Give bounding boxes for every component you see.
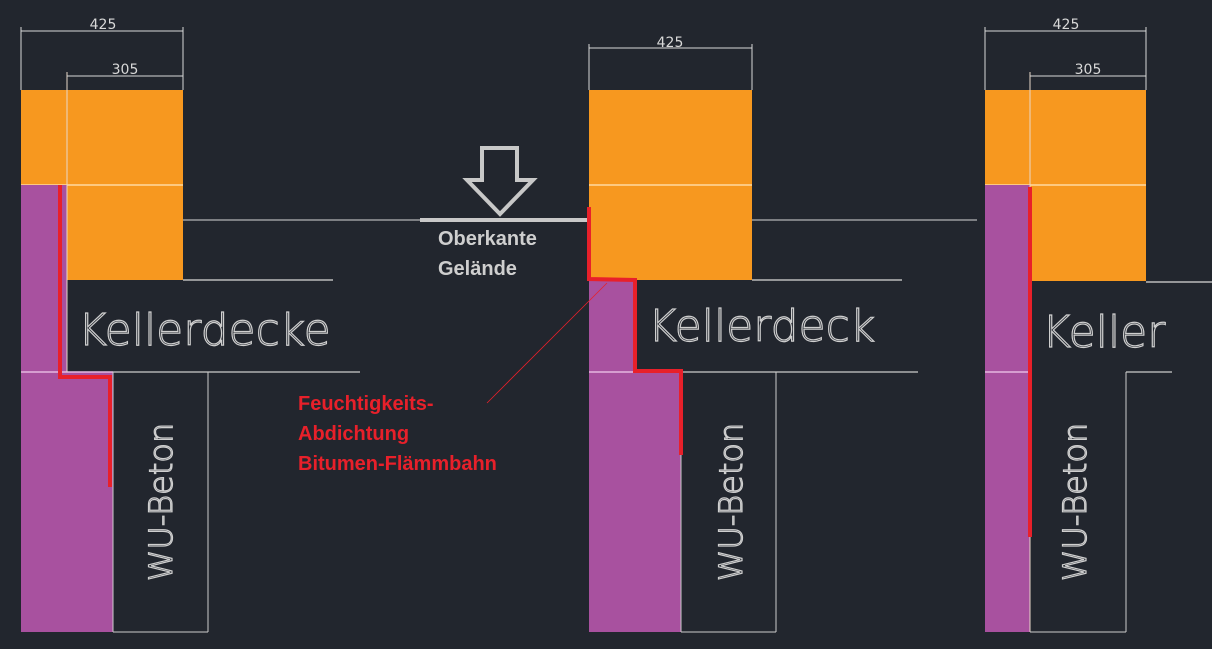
wall-label: WU-Beton [142, 423, 180, 582]
membrane-label-line1: Feuchtigkeits- [298, 393, 434, 415]
slab-label: Kellerdeck [648, 301, 875, 352]
dimension-425: 425 [90, 17, 117, 33]
section-left: 425 305 Kellerdecke WU-Beton [20, 17, 360, 633]
ground-label-line2: Gelände [438, 258, 517, 280]
insulation [21, 372, 113, 632]
masonry-block [67, 185, 183, 280]
slab-label: Kellerdecke [78, 305, 331, 356]
leader-line [486, 282, 608, 404]
ground-label-line1: Oberkante [438, 228, 537, 250]
waterproofing-membrane [58, 185, 112, 487]
waterproofing-membrane [587, 207, 683, 455]
membrane-label-line2: Abdichtung [298, 423, 409, 445]
dimension-305: 305 [112, 62, 139, 78]
dimension-425: 425 [657, 35, 684, 51]
membrane-label-line3: Bitumen-Flämmbahn [298, 453, 497, 475]
masonry-block [1030, 185, 1146, 281]
masonry-block [985, 90, 1146, 185]
section-right: 425 305 Keller WU-Beton [984, 17, 1212, 633]
slab-label: Keller [1042, 307, 1166, 358]
section-middle: 425 Kellerdeck WU-Beton [587, 35, 918, 633]
arrow-down-icon [462, 146, 538, 217]
insulation [589, 280, 635, 372]
masonry-block [21, 90, 183, 185]
dimension-425: 425 [1053, 17, 1080, 33]
insulation [985, 185, 1030, 632]
wall-label: WU-Beton [1056, 423, 1094, 582]
wall-label: WU-Beton [712, 423, 750, 582]
insulation [589, 372, 681, 632]
dimension-305: 305 [1075, 62, 1102, 78]
